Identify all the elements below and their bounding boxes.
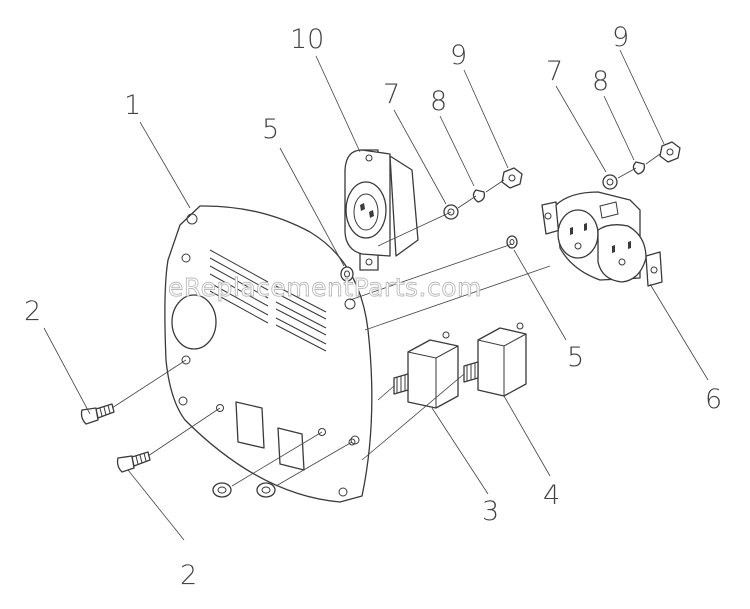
circuit-breaker-right — [463, 322, 527, 397]
callout-6: 6 — [705, 384, 722, 415]
nut-lower-left — [212, 482, 232, 498]
callout-9-right: 9 — [612, 22, 629, 53]
nut-lower-right — [256, 482, 276, 498]
callout-9-left: 9 — [450, 40, 467, 71]
lockwasher-8-left — [472, 189, 486, 203]
callout-7-left: 7 — [383, 79, 400, 110]
callout-2-upper: 2 — [24, 296, 41, 327]
callout-8-left: 8 — [430, 86, 447, 117]
circuit-breaker-left — [393, 331, 459, 409]
callout-5-lower: 5 — [567, 342, 584, 373]
screw-lower — [116, 451, 151, 473]
assembly-lines — [111, 153, 661, 487]
lockwasher-8-right — [632, 161, 646, 175]
watermark-text: eReplacementParts.com — [168, 273, 482, 302]
callout-2-lower: 2 — [180, 560, 197, 591]
washer-5-right — [506, 235, 518, 249]
callout-3: 3 — [482, 496, 499, 527]
washer-7-right — [602, 174, 618, 190]
panel-plate — [164, 205, 373, 503]
screw-upper — [80, 403, 115, 425]
callout-7-right: 7 — [546, 56, 563, 87]
duplex-receptacle — [541, 191, 663, 287]
callout-10: 10 — [290, 24, 324, 55]
callout-4: 4 — [543, 480, 560, 511]
nut-9-left — [501, 167, 523, 189]
leader-lines — [43, 49, 709, 541]
washer-5-left — [340, 266, 354, 282]
callout-5-upper: 5 — [262, 114, 279, 145]
twist-lock-receptacle — [344, 149, 419, 271]
nut-9-right — [659, 141, 681, 163]
callout-8-right: 8 — [592, 66, 609, 97]
callout-1: 1 — [124, 90, 141, 121]
